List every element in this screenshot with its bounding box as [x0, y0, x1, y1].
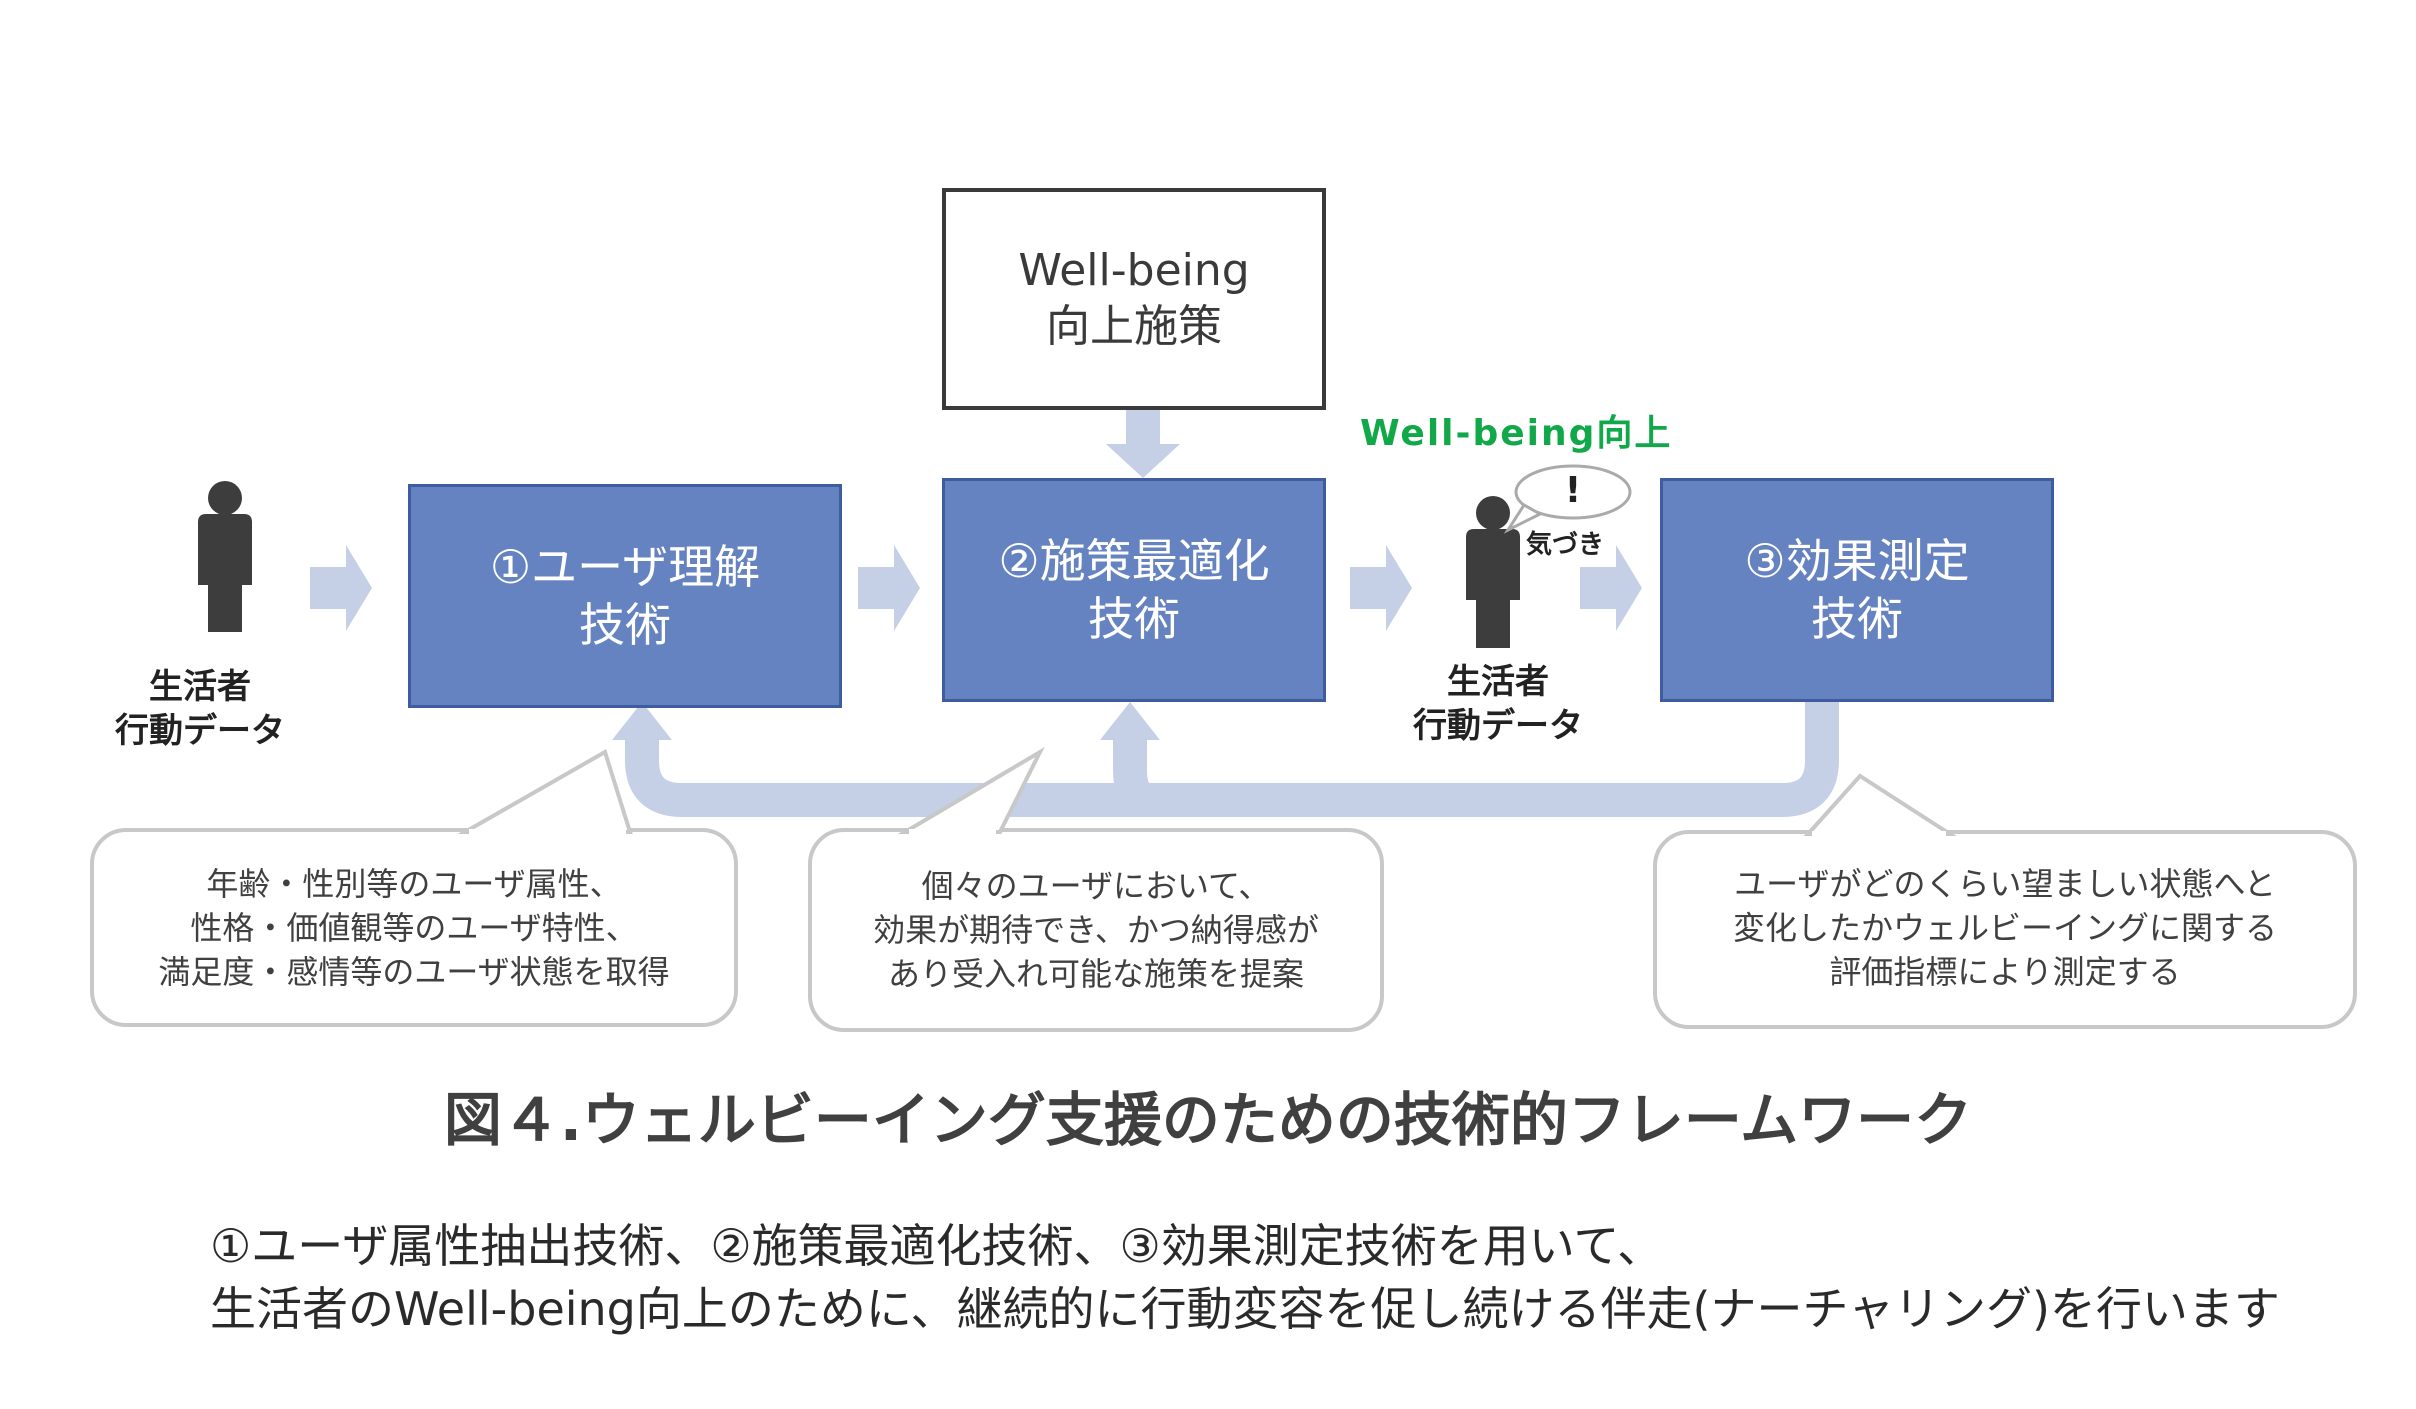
b2-line1: ②施策最適化	[998, 534, 1270, 588]
callout-text-1: 年齢・性別等のユーザ属性、 性格・価値観等のユーザ特性、 満足度・感情等のユーザ…	[96, 862, 732, 994]
callout-shape-1	[90, 749, 738, 1027]
callout-3-line2: 変化したかウェルビーイングに関する	[1732, 909, 2277, 947]
b1-line2: 技術	[579, 598, 671, 652]
callout-shape-3	[1653, 773, 2357, 1029]
figure-title: 図４.ウェルビーイング支援のための技術的フレームワーク	[443, 1086, 1973, 1154]
wellbeing-up-label: Well-being向上	[1360, 413, 1673, 454]
b2-line2: 技術	[1088, 592, 1180, 646]
thought-bubble	[1514, 464, 1632, 520]
right-arrow-4	[1580, 545, 1642, 631]
person-icon-left	[198, 481, 252, 632]
up-arrow-b2	[1100, 702, 1160, 740]
measure-optimization-box: ②施策最適化 技術	[942, 478, 1326, 702]
user-understanding-box: ①ユーザ理解 技術	[408, 484, 842, 708]
top-box-line1: Well-being	[1018, 245, 1250, 296]
top-box-line2: 向上施策	[1046, 301, 1222, 352]
callout-1-line3: 満足度・感情等のユーザ状態を取得	[158, 953, 670, 991]
right-arrow-1	[310, 545, 372, 631]
callout-1-line1: 年齢・性別等のユーザ属性、	[206, 865, 622, 903]
caption-line2: 生活者のWell-being向上のために、継続的に行動変容を促し続ける伴走(ナー…	[210, 1282, 2280, 1336]
caption-line1: ①ユーザ属性抽出技術、②施策最適化技術、③効果測定技術を用いて、	[210, 1219, 1664, 1273]
callout-text-3: ユーザがどのくらい望ましい状態へと 変化したかウェルビーイングに関する 評価指標…	[1660, 862, 2350, 994]
awareness-label: 気づき	[1526, 530, 1605, 560]
effect-measurement-box: ③効果測定 技術	[1660, 478, 2054, 702]
callout-text-2: 個々のユーザにおいて、 効果が期待でき、かつ納得感が あり受入れ可能な施策を提案	[814, 864, 1378, 996]
callout-2-line2: 効果が期待でき、かつ納得感が	[873, 911, 1319, 949]
callout-shape-2	[808, 746, 1384, 1032]
person-left-line1: 生活者	[149, 667, 251, 707]
person-left-line2: 行動データ	[115, 711, 285, 751]
wellbeing-measure-box: Well-being 向上施策	[942, 188, 1326, 410]
person-mid-line1: 生活者	[1447, 662, 1549, 702]
person-icon-mid	[1466, 496, 1520, 648]
down-arrow-top	[1106, 444, 1180, 478]
person-mid-label: 生活者 行動データ	[1378, 660, 1618, 748]
right-arrow-3	[1350, 545, 1412, 631]
callout-2-line3: あり受入れ可能な施策を提案	[887, 955, 1304, 993]
right-arrow-2	[858, 545, 920, 631]
b3-line2: 技術	[1811, 592, 1903, 646]
feedback-loop-branch	[1113, 740, 1152, 817]
person-mid-line2: 行動データ	[1413, 706, 1583, 746]
callout-1-line2: 性格・価値観等のユーザ特性、	[190, 909, 638, 947]
up-arrow-b1	[612, 702, 672, 740]
callout-3-line1: ユーザがどのくらい望ましい状態へと	[1734, 865, 2276, 903]
callout-2-line1: 個々のユーザにおいて、	[921, 867, 1271, 905]
callout-3-line3: 評価指標により測定する	[1829, 953, 2181, 991]
exclamation-mark: !	[1564, 470, 1582, 511]
person-left-label: 生活者 行動データ	[80, 665, 320, 753]
b3-line1: ③効果測定	[1744, 534, 1970, 588]
b1-line1: ①ユーザ理解	[489, 540, 761, 594]
feedback-loop	[625, 702, 1839, 817]
